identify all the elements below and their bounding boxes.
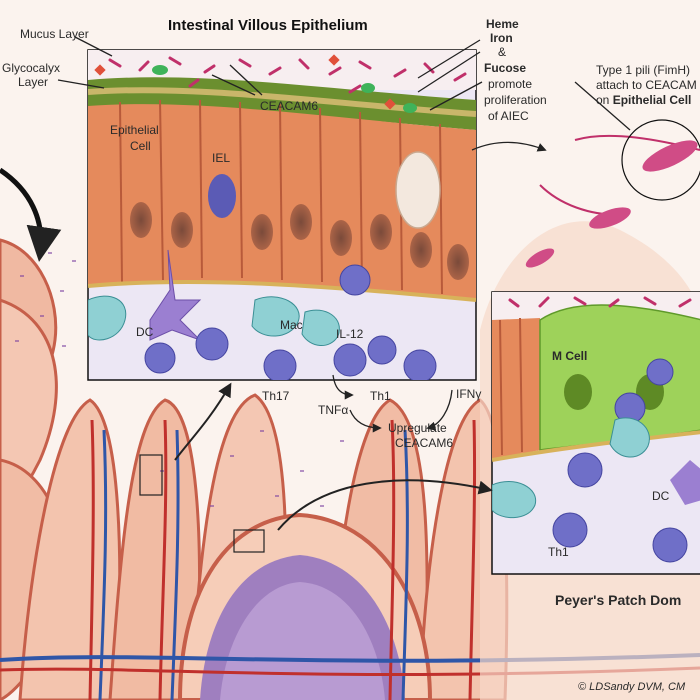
label-fucose: Fucose — [484, 61, 526, 75]
label-glycocalyx-2: Layer — [18, 75, 48, 89]
label-glycocalyx-1: Glycocalyx — [2, 61, 60, 75]
label-amp: & — [498, 45, 506, 59]
label-epithelial-2: Cell — [130, 139, 151, 153]
label-pili-3-prefix: on — [596, 93, 613, 107]
peyers-inset — [491, 291, 700, 575]
label-mac: Mac — [280, 318, 303, 332]
label-il12: IL-12 — [336, 327, 364, 341]
label-dc: DC — [136, 325, 154, 339]
label-iel: IEL — [212, 151, 230, 165]
label-tnfa: TNFα — [318, 403, 348, 417]
label-upregulate-2: CEACAM6 — [395, 436, 453, 450]
main-inset — [87, 49, 477, 381]
label-m-cell: M Cell — [552, 349, 587, 363]
label-ceacam6: CEACAM6 — [260, 99, 318, 113]
label-iron: Iron — [490, 31, 513, 45]
label-peyers: Peyer's Patch Dom — [555, 592, 681, 608]
label-pili-3-bold: Epithelial Cell — [613, 93, 692, 107]
label-th17: Th17 — [262, 389, 290, 403]
label-upregulate-1: Upregulate — [388, 421, 447, 435]
label-promote: promote — [488, 77, 532, 91]
label-epithelial-1: Epithelial — [110, 123, 159, 137]
label-th1-2: Th1 — [548, 545, 569, 559]
aiec-bacteria — [525, 119, 700, 268]
label-ifn: IFNγ — [456, 387, 481, 401]
labels: Mucus Layer Glycocalyx Layer CEACAM6 Epi… — [2, 17, 697, 693]
label-heme: Heme — [486, 17, 519, 31]
title: Intestinal Villous Epithelium — [168, 17, 368, 34]
label-pili-1: Type 1 pili (FimH) — [596, 63, 690, 77]
label-of-aiec: of AIEC — [488, 109, 529, 123]
label-proliferation: proliferation — [484, 93, 547, 107]
label-pili-3: on Epithelial Cell — [596, 93, 691, 107]
label-th1: Th1 — [370, 389, 391, 403]
label-dc2: DC — [652, 489, 670, 503]
label-mucus-layer: Mucus Layer — [20, 27, 89, 41]
signature: © LDSandy DVM, CM — [578, 681, 686, 693]
label-pili-2: attach to CEACAM — [596, 78, 697, 92]
annotation-arrows — [57, 36, 631, 553]
